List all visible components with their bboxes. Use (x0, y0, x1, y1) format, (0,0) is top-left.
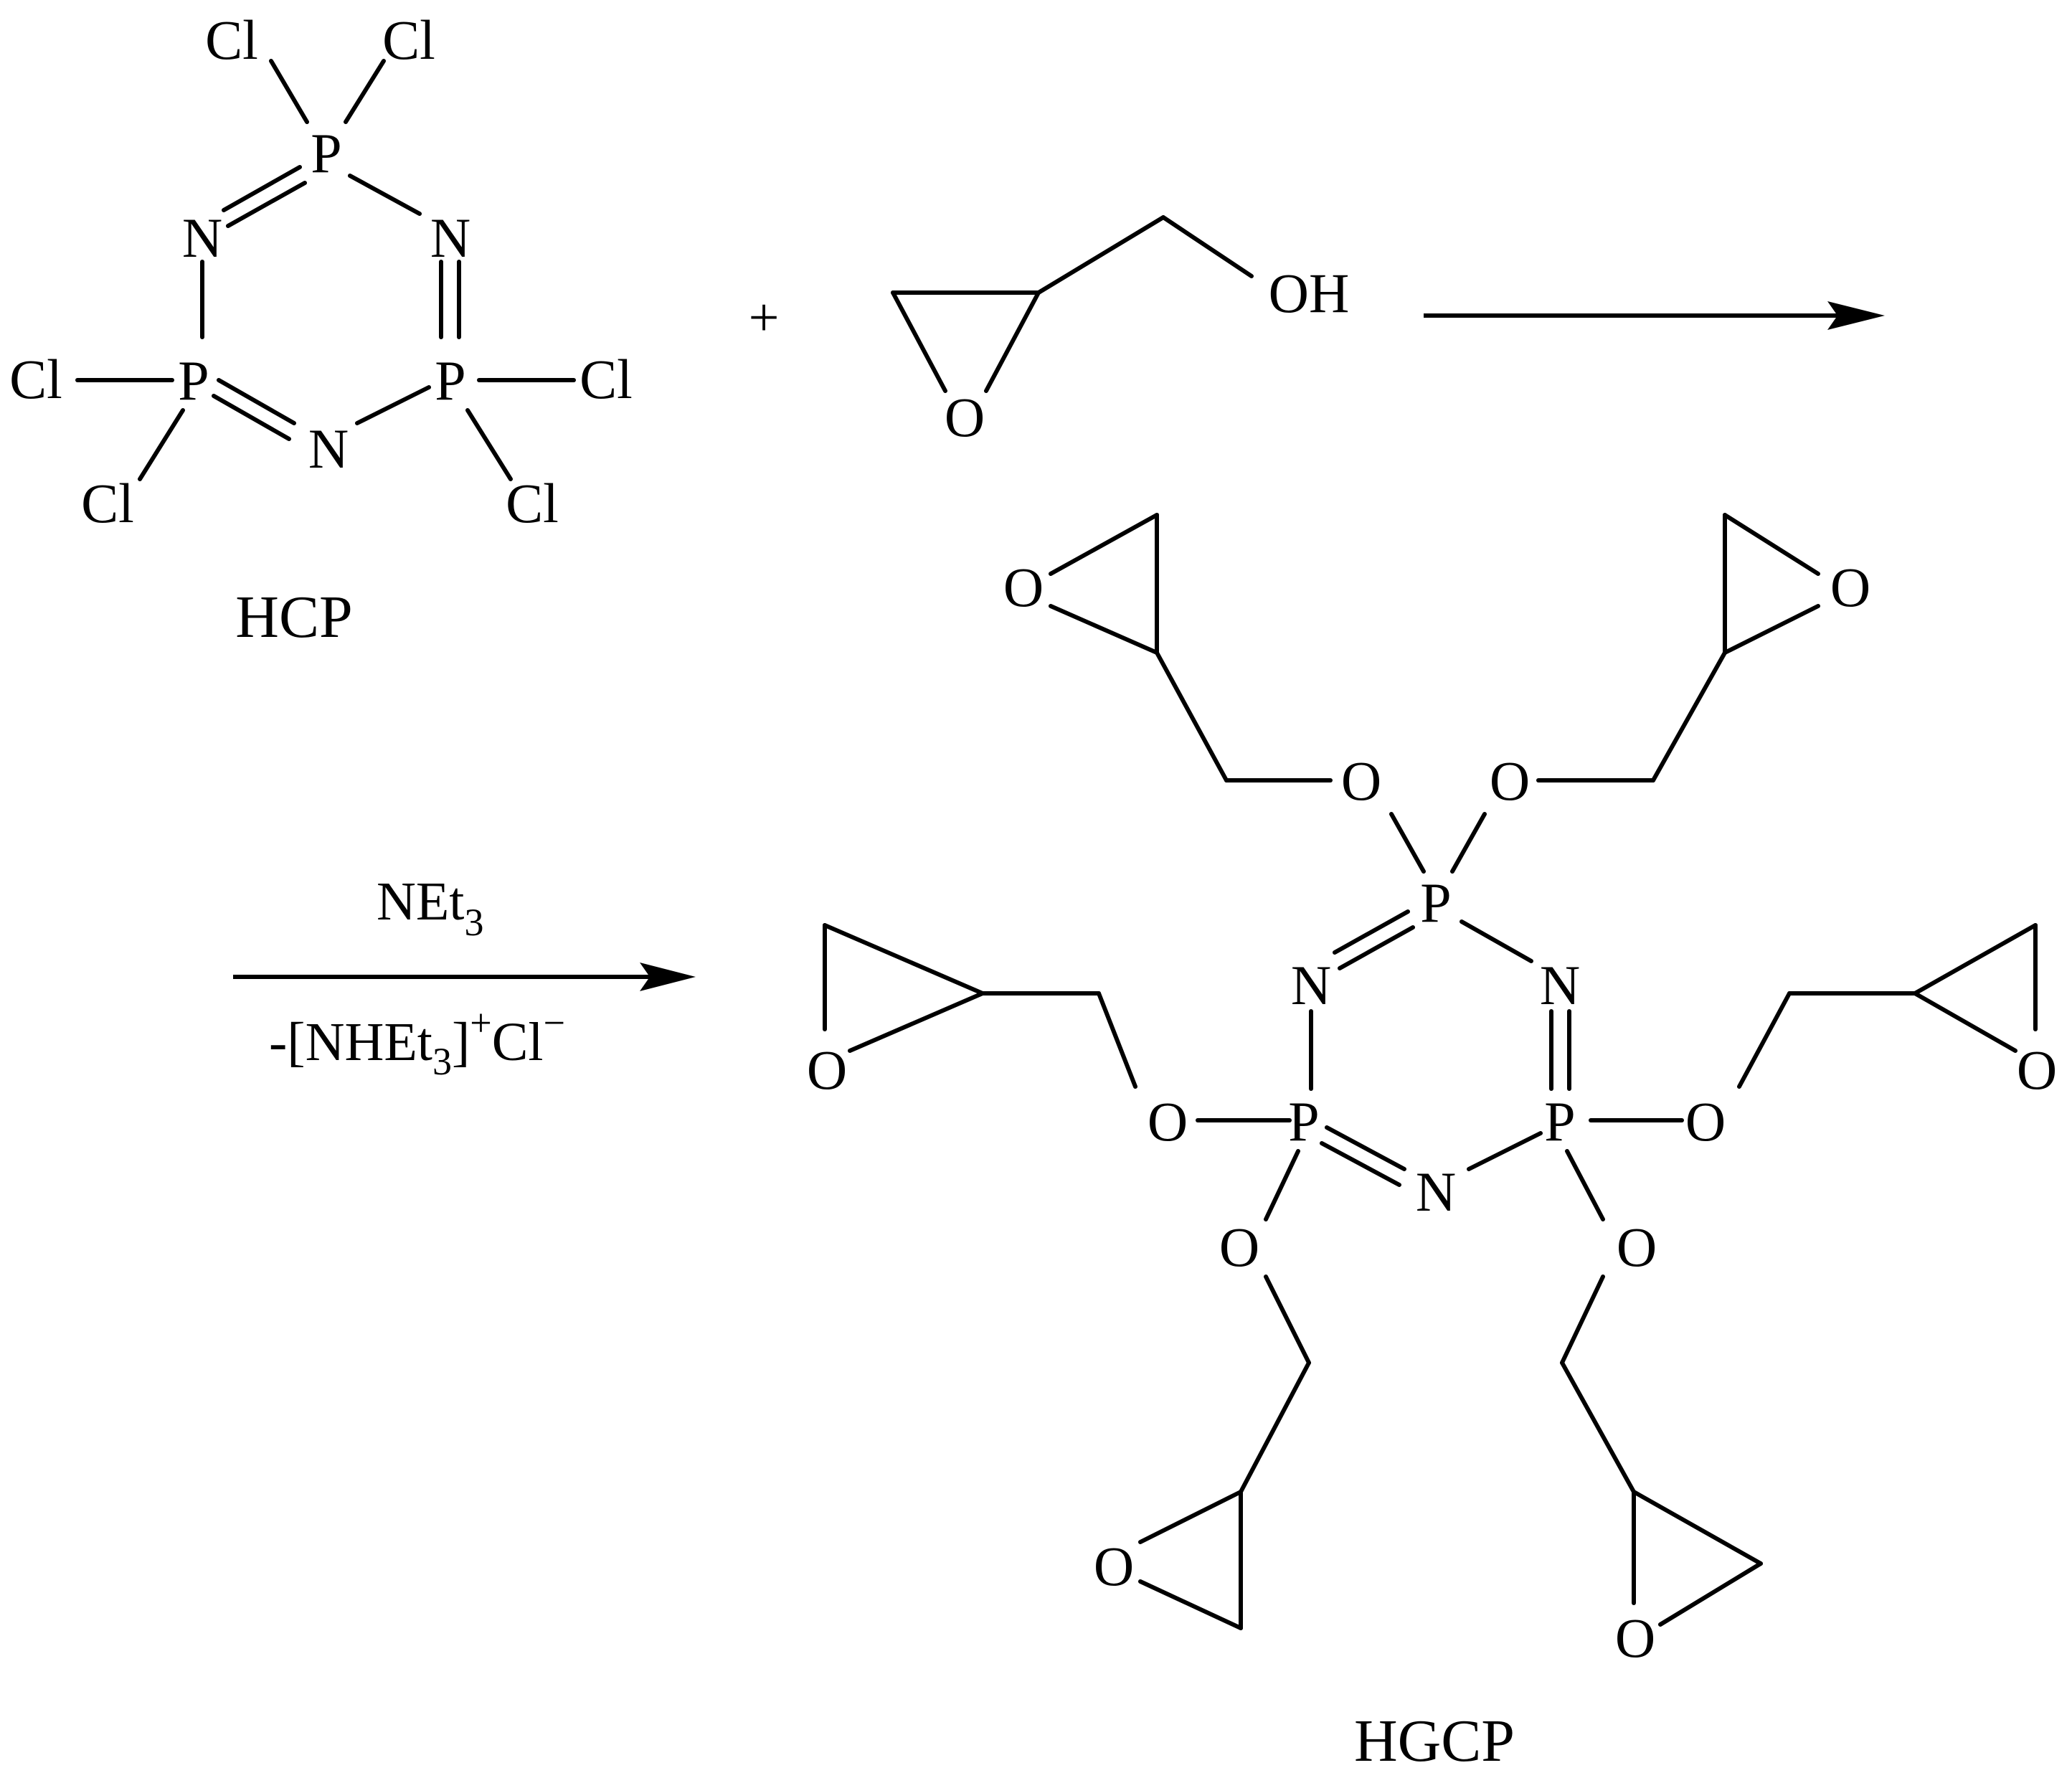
hgcp-o-top-left: O (1341, 749, 1381, 812)
reagent-label: NEt3 (377, 871, 483, 944)
hcp-cl-top-right: Cl (382, 9, 435, 71)
byproduct-anion: Cl (492, 1012, 544, 1072)
hgcp-arm-bottom-left (1138, 1149, 1311, 1630)
hcp-p-right: P (435, 349, 465, 412)
hgcp-p-top: P (1420, 871, 1451, 934)
hgcp-label: HGCP (1354, 1708, 1515, 1774)
hgcp-atom-labels: P N N P P N O O O O O O O O O O O O (807, 556, 2057, 1669)
plus-sign: + (749, 288, 780, 348)
byproduct-prefix: -[NHEt (269, 1012, 432, 1072)
hcp-label: HCP (235, 584, 352, 651)
hgcp-arm-left (823, 923, 1292, 1122)
hgcp-n-right: N (1540, 954, 1580, 1016)
hcp-atom-labels: Cl Cl P N N Cl P P Cl N Cl Cl (9, 9, 633, 534)
hgcp-o-left: O (1148, 1090, 1188, 1153)
hgcp-p-left: P (1288, 1090, 1319, 1153)
byproduct-subscript: 3 (432, 1040, 452, 1083)
hgcp-epoxide-o-bottom-left: O (1094, 1535, 1134, 1597)
hcp-cl-right: Cl (580, 348, 633, 410)
hcp-cl-top-left: Cl (205, 9, 258, 71)
reagent-formula: NEt (377, 871, 464, 932)
reagent-subscript: 3 (464, 901, 483, 944)
glycidol-molecule: O OH (891, 215, 1350, 448)
hcp-n-bottom: N (308, 417, 349, 480)
hcp-p-top: P (311, 122, 341, 184)
hgcp-n-bottom: N (1416, 1160, 1456, 1223)
byproduct-bracket: ] (452, 1012, 470, 1072)
byproduct-charge-plus: + (470, 1001, 491, 1044)
hgcp-arm-top-left (1049, 513, 1426, 874)
hcp-molecule: Cl Cl P N N Cl P P Cl N Cl Cl HCP (9, 9, 633, 651)
hgcp-epoxide-o-bottom-right: O (1615, 1607, 1655, 1669)
hgcp-n-left: N (1291, 954, 1331, 1016)
hgcp-ring-bonds (1309, 909, 1571, 1187)
hgcp-epoxide-o-top-right: O (1830, 556, 1870, 618)
hgcp-o-bottom-right: O (1617, 1216, 1657, 1278)
glycidol-hydroxyl: OH (1269, 262, 1350, 324)
hcp-n-left: N (182, 207, 222, 269)
byproduct-charge-minus: − (544, 1001, 565, 1044)
hgcp-o-right: O (1685, 1090, 1726, 1153)
hgcp-epoxide-o-left: O (807, 1039, 847, 1101)
reaction-conditions: NEt3 -[NHEt3]+Cl− (233, 871, 696, 1083)
hgcp-molecule: P N N P P N O O O O O O O O O O O O HGCP (807, 513, 2057, 1774)
hgcp-arm-right (1589, 923, 2038, 1122)
hgcp-epoxide-o-top-left: O (1003, 556, 1044, 618)
hcp-p-left: P (178, 349, 209, 412)
hgcp-o-top-right: O (1490, 749, 1530, 812)
hcp-bonds (75, 59, 576, 481)
hgcp-arm-top-right (1450, 513, 1820, 874)
hcp-cl-bottom-left: Cl (81, 472, 134, 534)
glycidol-ring-oxygen: O (945, 386, 985, 448)
byproduct-label: -[NHEt3]+Cl− (269, 1001, 565, 1083)
hgcp-epoxide-o-right: O (2017, 1039, 2057, 1101)
hgcp-p-right: P (1544, 1090, 1575, 1153)
reaction-arrow-top (1424, 301, 1885, 330)
reaction-arrow-bottom (233, 963, 696, 991)
hcp-n-right: N (430, 207, 470, 269)
hcp-cl-left: Cl (9, 348, 62, 410)
hgcp-o-bottom-left: O (1219, 1216, 1259, 1278)
hcp-cl-bottom-right: Cl (506, 472, 559, 534)
hgcp-arm-bottom-right (1560, 1149, 1763, 1627)
